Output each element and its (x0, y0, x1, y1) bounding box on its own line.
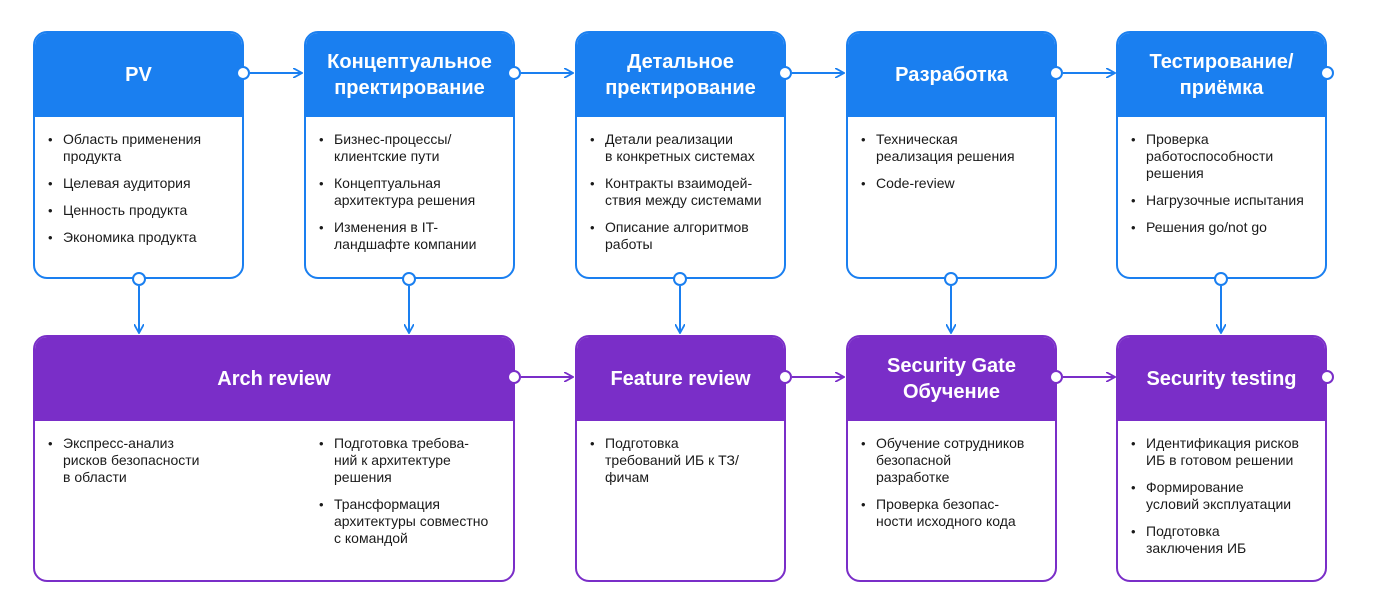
security-items-right: Подготовка требова- ний к архитектуре ре… (306, 421, 513, 557)
security-items: Идентификация рисков ИБ в готовом решени… (1118, 421, 1325, 557)
list-item: Проверка работоспособности решения (1131, 131, 1313, 182)
security-title: Arch review (217, 368, 331, 390)
stage-header: Разработка (848, 33, 1055, 117)
stage-title: Разработка (895, 64, 1008, 86)
security-header: Feature review (577, 337, 784, 421)
list-item: Техническая реализация решения (861, 131, 1043, 165)
stage-header: Концептуальное пректирование (306, 33, 513, 117)
connector-dot (507, 66, 521, 80)
connector-dot (673, 272, 687, 286)
security-header: Security Gate Обучение (848, 337, 1055, 421)
stage-title: Тестирование/ приёмка (1149, 51, 1294, 99)
list-item: Решения go/not go (1131, 219, 1313, 236)
security-items: Подготовка требований ИБ к ТЗ/ фичам (577, 421, 784, 486)
connector-dot (1320, 66, 1334, 80)
list-item: Нагрузочные испытания (1131, 192, 1313, 209)
stage-title: Детальное пректирование (605, 51, 756, 99)
list-item: Проверка безопас- ности исходного кода (861, 496, 1043, 530)
security-box-gate: Security Gate Обучение Обучение сотрудни… (846, 335, 1057, 582)
connector-dot (778, 66, 792, 80)
stage-box-concept: Концептуальное пректирование Бизнес-проц… (304, 31, 515, 279)
stage-title: Концептуальное пректирование (327, 51, 492, 99)
security-header: Arch review (35, 337, 513, 421)
connector-dot (1214, 272, 1228, 286)
list-item: Подготовка требований ИБ к ТЗ/ фичам (590, 435, 772, 486)
connector-dot (944, 272, 958, 286)
stage-title: PV (125, 64, 152, 86)
list-item: Идентификация рисков ИБ в готовом решени… (1131, 435, 1313, 469)
stage-box-testing: Тестирование/ приёмка Проверка работоспо… (1116, 31, 1327, 279)
list-item: Подготовка заключения ИБ (1131, 523, 1313, 557)
connector-dot (507, 370, 521, 384)
stage-box-pv: PV Область применения продукта Целевая а… (33, 31, 244, 279)
security-box-arch-review: Arch review Экспресс-анализ рисков безоп… (33, 335, 515, 582)
security-title: Security testing (1146, 368, 1297, 390)
stage-items: Техническая реализация решения Code-revi… (848, 117, 1055, 192)
security-items: Обучение сотрудников безопасной разработ… (848, 421, 1055, 530)
list-item: Ценность продукта (48, 202, 230, 219)
connector-dot (1049, 370, 1063, 384)
stage-items: Проверка работоспособности решения Нагру… (1118, 117, 1325, 236)
list-item: Обучение сотрудников безопасной разработ… (861, 435, 1043, 486)
connector-dot (778, 370, 792, 384)
connector-dot (402, 272, 416, 286)
stage-items: Детали реализации в конкретных системах … (577, 117, 784, 253)
list-item: Формирование условий эксплуатации (1131, 479, 1313, 513)
list-item: Экспресс-анализ рисков безопасности в об… (48, 435, 273, 486)
list-item: Описание алгоритмов работы (590, 219, 772, 253)
list-item: Бизнес-процессы/ клиентские пути (319, 131, 501, 165)
stage-header: PV (35, 33, 242, 117)
security-title: Security Gate Обучение (887, 355, 1016, 403)
stage-header: Тестирование/ приёмка (1118, 33, 1325, 117)
security-items-left: Экспресс-анализ рисков безопасности в об… (35, 421, 285, 496)
stage-box-detail: Детальное пректирование Детали реализаци… (575, 31, 786, 279)
list-item: Детали реализации в конкретных системах (590, 131, 772, 165)
security-box-testing: Security testing Идентификация рисков ИБ… (1116, 335, 1327, 582)
connector-dot (236, 66, 250, 80)
stage-items: Бизнес-процессы/ клиентские пути Концепт… (306, 117, 513, 253)
stage-box-dev: Разработка Техническая реализация решени… (846, 31, 1057, 279)
connector-dot (1049, 66, 1063, 80)
security-header: Security testing (1118, 337, 1325, 421)
connector-dot (1320, 370, 1334, 384)
list-item: Трансформация архитектуры совместно с ко… (319, 496, 513, 547)
list-item: Контракты взаимодей- ствия между система… (590, 175, 772, 209)
security-title: Feature review (610, 368, 751, 390)
list-item: Экономика продукта (48, 229, 230, 246)
list-item: Code-review (861, 175, 1043, 192)
security-box-feature-review: Feature review Подготовка требований ИБ … (575, 335, 786, 582)
connector-dot (132, 272, 146, 286)
list-item: Область применения продукта (48, 131, 230, 165)
list-item: Целевая аудитория (48, 175, 230, 192)
list-item: Изменения в IT- ландшафте компании (319, 219, 501, 253)
list-item: Концептуальная архитектура решения (319, 175, 501, 209)
stage-header: Детальное пректирование (577, 33, 784, 117)
list-item: Подготовка требова- ний к архитектуре ре… (319, 435, 513, 486)
stage-items: Область применения продукта Целевая ауди… (35, 117, 242, 246)
